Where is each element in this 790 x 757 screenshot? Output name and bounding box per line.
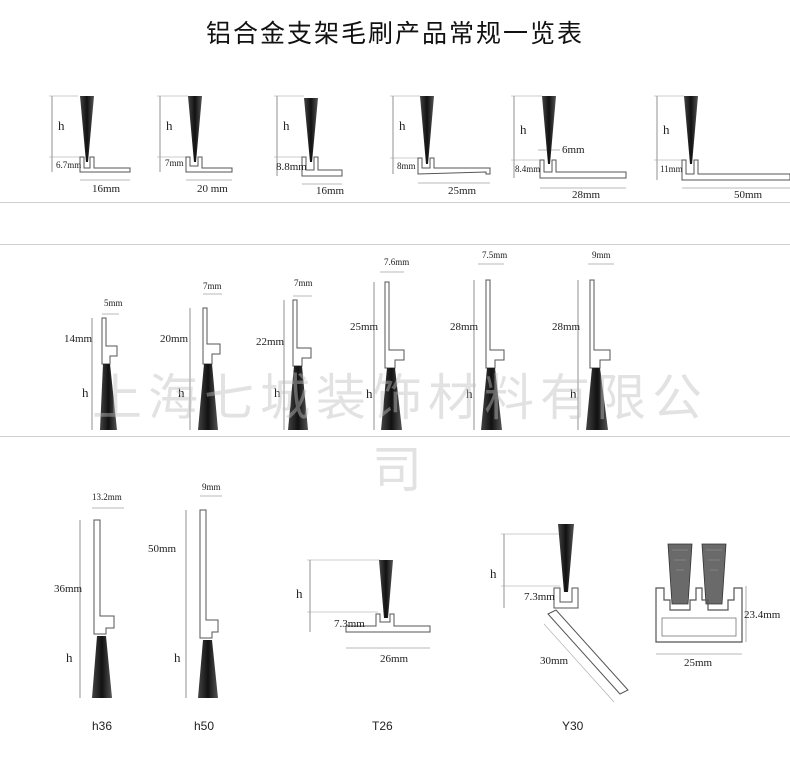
row2-profile-5: 7.5mm 28mm h	[450, 250, 507, 430]
row1-profile-1: h 6.7mm 16mm	[49, 95, 131, 195]
row1-profile-6: h 11mm 50mm	[654, 95, 790, 201]
brush-bristle-icon	[288, 366, 308, 430]
y30-name: Y30	[562, 719, 584, 733]
row1-3-h: h	[283, 118, 290, 133]
row2-3-top: 7mm	[294, 278, 313, 288]
row1-profile-5: h 6mm 8.4mm 28mm	[511, 95, 627, 201]
h36-top: 13.2mm	[92, 492, 122, 502]
profile-h50: 9mm 50mm h h50	[148, 482, 222, 733]
row2-profile-2: 7mm 20mm h	[160, 281, 222, 430]
h36-height: 36mm	[54, 583, 83, 595]
row1-2-width: 20 mm	[197, 183, 228, 195]
row1-5-h: h	[520, 122, 527, 137]
h50-name: h50	[194, 719, 214, 733]
brush-bristle-icon	[701, 543, 727, 605]
row2-6-top: 9mm	[592, 250, 611, 260]
row1-5-width: 28mm	[572, 189, 601, 201]
row1-4-height: 8mm	[397, 161, 416, 171]
row2-profile-6: 9mm 28mm h	[552, 250, 614, 430]
double-width: 25mm	[684, 657, 713, 669]
row2-1-height: 14mm	[64, 333, 93, 345]
row1-1-width: 16mm	[92, 183, 121, 195]
row2-3-h: h	[274, 385, 281, 400]
row1-profile-3: h 8.8mm 16mm	[274, 95, 345, 197]
brush-bristle-icon	[586, 368, 608, 430]
row1-5-top: 6mm	[562, 144, 585, 156]
row2-profile-1: 5mm 14mm h	[64, 298, 123, 430]
row2-6-height: 28mm	[552, 321, 581, 333]
brush-bristle-icon	[198, 640, 218, 698]
brush-bristle-icon	[542, 96, 556, 164]
row2-5-top: 7.5mm	[482, 250, 507, 260]
panel-divider-mid	[0, 244, 790, 245]
row1-5-height: 8.4mm	[515, 164, 540, 174]
row2-2-h: h	[178, 385, 185, 400]
page-title: 铝合金支架毛刷产品常规一览表	[205, 19, 584, 48]
t26-width: 26mm	[380, 653, 409, 665]
profile-h36: 13.2mm 36mm h h36	[54, 492, 124, 733]
h50-top: 9mm	[202, 482, 221, 492]
brush-bristle-icon	[481, 368, 502, 430]
brush-bristle-icon	[198, 364, 218, 430]
brush-bristle-icon	[381, 368, 402, 430]
h36-h: h	[66, 650, 73, 665]
profile-y30: h 7.3mm 30mm Y30	[490, 524, 629, 733]
brush-bristle-icon	[684, 96, 698, 164]
brush-bristle-icon	[379, 560, 393, 618]
profile-t26: h 7.3mm 26mm T26	[296, 559, 431, 733]
row2-5-h: h	[466, 386, 473, 401]
row2-3-height: 22mm	[256, 336, 285, 348]
row1-3-height: 8.8mm	[276, 161, 307, 173]
t26-h: h	[296, 586, 303, 601]
brush-bristle-icon	[420, 96, 434, 164]
row2-1-top: 5mm	[104, 298, 123, 308]
row1-profile-4: h 8mm 25mm	[390, 95, 491, 197]
row1-2-h: h	[166, 118, 173, 133]
brush-bristle-icon	[188, 96, 202, 162]
row1-3-width: 16mm	[316, 185, 345, 197]
h50-height: 50mm	[148, 543, 177, 555]
row1-6-width: 50mm	[734, 189, 763, 201]
h36-name: h36	[92, 719, 112, 733]
row2-profile-4: 7.6mm 25mm h	[350, 257, 409, 430]
row1-6-height: 11mm	[660, 164, 683, 174]
brush-bristle-icon	[304, 98, 318, 162]
row1-4-width: 25mm	[448, 185, 477, 197]
t26-name: T26	[372, 719, 393, 733]
brush-bristle-icon	[558, 524, 574, 592]
t26-height: 7.3mm	[334, 618, 365, 630]
row2-4-height: 25mm	[350, 321, 379, 333]
row1-1-h: h	[58, 118, 65, 133]
row1-4-h: h	[399, 118, 406, 133]
row1-profile-2: h 7mm 20 mm	[157, 95, 233, 195]
double-height: 23.4mm	[744, 609, 781, 621]
y30-height: 7.3mm	[524, 591, 555, 603]
row1-2-height: 7mm	[165, 158, 184, 168]
brush-bristle-icon	[80, 96, 94, 162]
row2-2-top: 7mm	[203, 281, 222, 291]
row2-profile-3: 7mm 22mm h	[256, 278, 313, 430]
row2-5-height: 28mm	[450, 321, 479, 333]
brush-bristle-icon	[92, 636, 112, 698]
panel-divider-low	[0, 436, 790, 437]
row1-6-h: h	[663, 122, 670, 137]
y30-length: 30mm	[540, 655, 569, 667]
row2-1-h: h	[82, 385, 89, 400]
panel-divider-top	[0, 202, 790, 203]
row2-4-h: h	[366, 386, 373, 401]
row1-1-height: 6.7mm	[56, 160, 81, 170]
y30-h: h	[490, 566, 497, 581]
brush-bristle-icon	[100, 364, 117, 430]
row2-2-height: 20mm	[160, 333, 189, 345]
h50-h: h	[174, 650, 181, 665]
row2-4-top: 7.6mm	[384, 257, 409, 267]
profile-double-channel: 23.4mm 25mm	[655, 543, 781, 669]
row2-6-h: h	[570, 386, 577, 401]
brush-bristle-icon	[667, 543, 693, 605]
